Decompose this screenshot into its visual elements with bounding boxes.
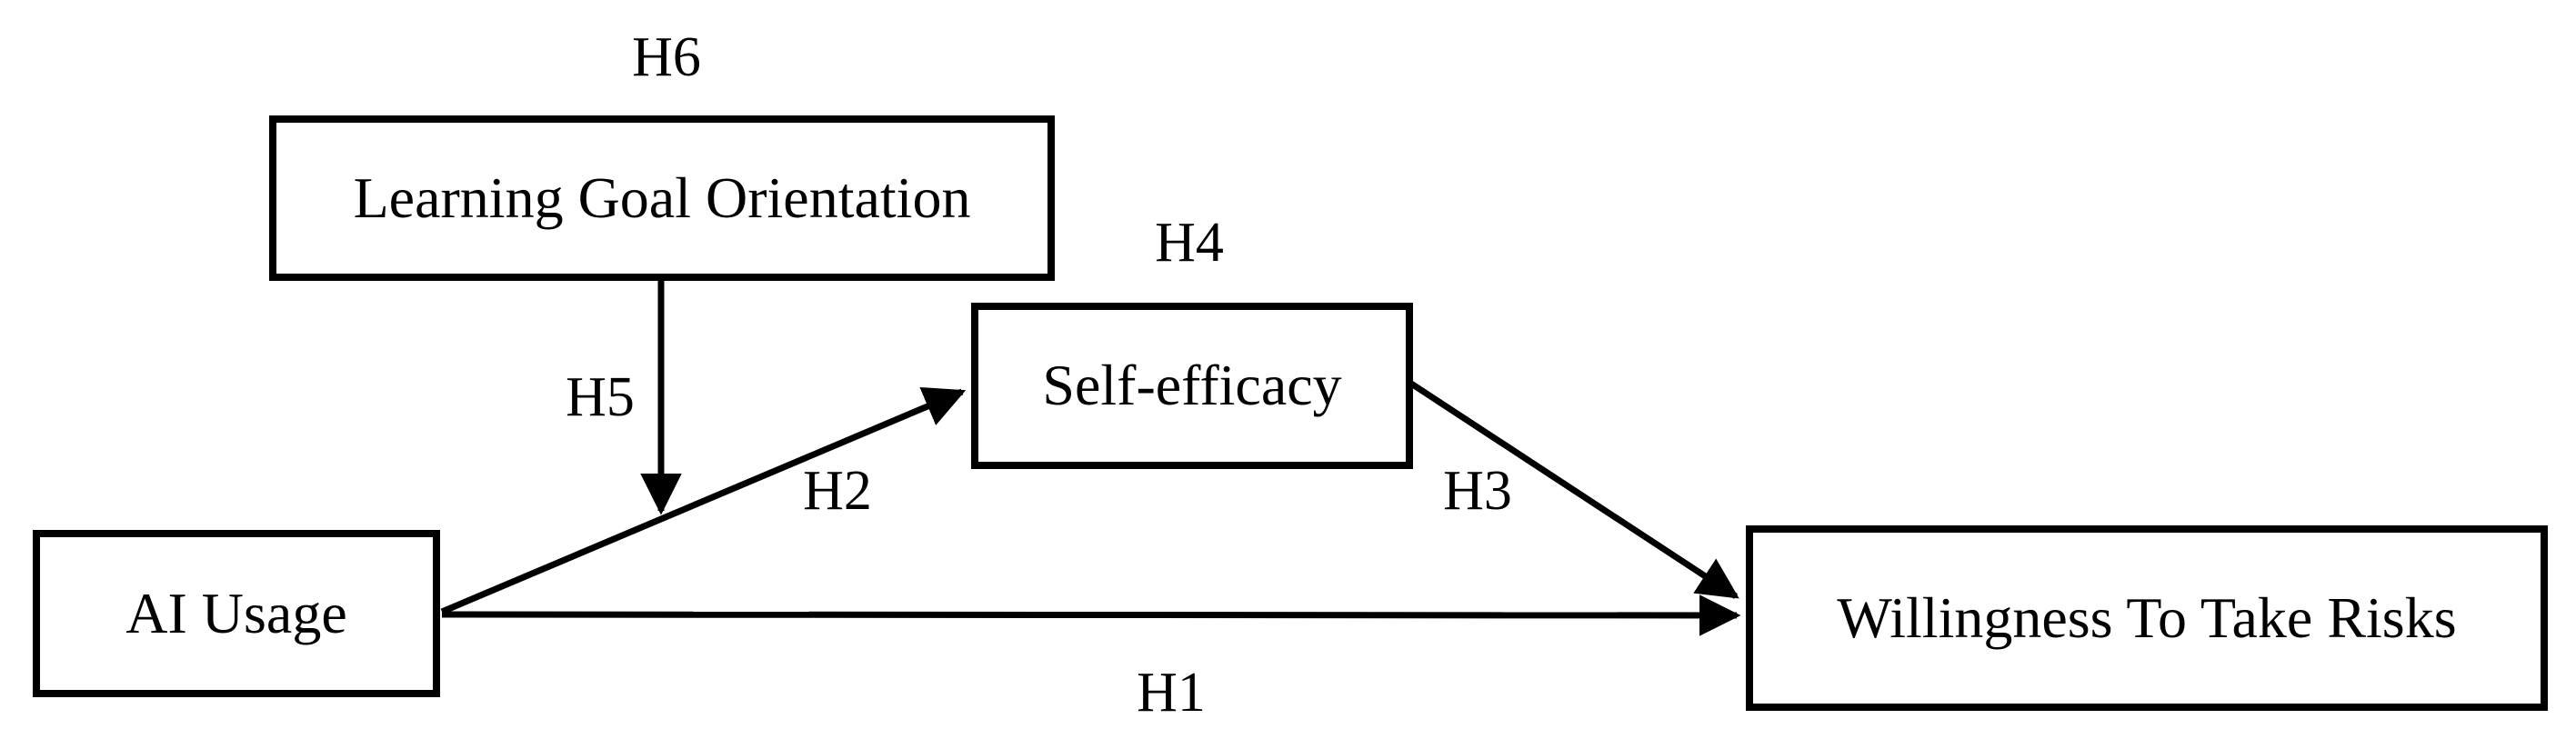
node-willingness-to-take-risks-label: Willingness To Take Risks xyxy=(1837,584,2457,650)
label-h5: H5 xyxy=(566,366,635,428)
h1-arrow xyxy=(441,594,1741,636)
node-ai-usage: AI Usage xyxy=(33,530,440,697)
node-learning-goal-orientation: Learning Goal Orientation xyxy=(269,115,1055,281)
node-learning-goal-orientation-label: Learning Goal Orientation xyxy=(353,165,971,230)
label-h2: H2 xyxy=(803,460,872,522)
label-h4: H4 xyxy=(1155,212,1224,274)
label-h6: H6 xyxy=(632,26,701,88)
node-self-efficacy-label: Self-efficacy xyxy=(1042,353,1342,418)
h2-arrow xyxy=(440,387,967,615)
label-h1: H1 xyxy=(1137,662,1206,724)
node-ai-usage-label: AI Usage xyxy=(125,580,347,645)
label-h3: H3 xyxy=(1443,460,1512,522)
h3-arrow xyxy=(1407,379,1739,599)
node-self-efficacy: Self-efficacy xyxy=(971,303,1413,469)
node-willingness-to-take-risks: Willingness To Take Risks xyxy=(1746,525,2548,711)
